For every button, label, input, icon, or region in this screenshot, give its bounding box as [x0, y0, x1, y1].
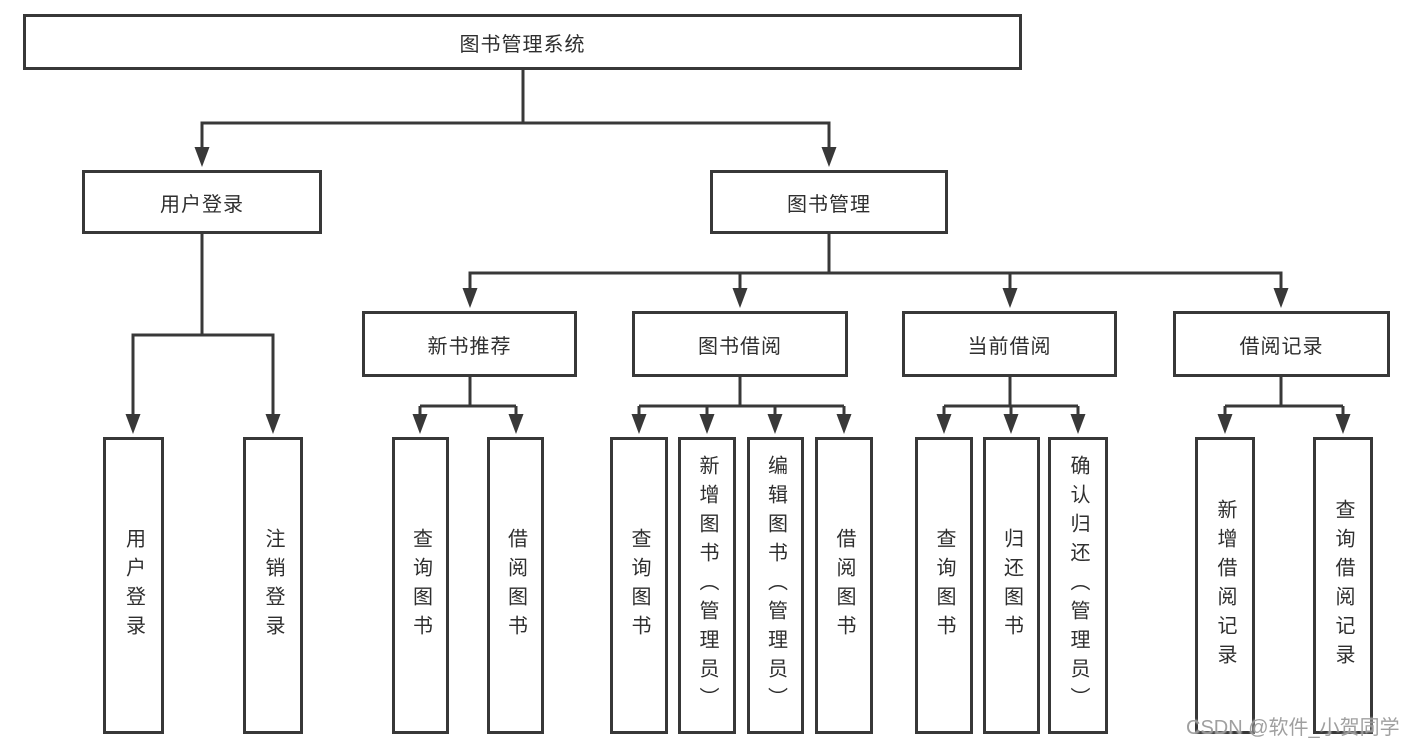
- leaf-borrowing-add-books-admin-label: 新增图书（管理员）: [696, 455, 718, 716]
- leaf-current-confirm-return-admin-label: 确认归还（管理员）: [1067, 455, 1089, 716]
- leaf-records-query-record: 查询借阅记录: [1313, 437, 1373, 734]
- leaf-borrowing-borrow-books: 借阅图书: [815, 437, 873, 734]
- node-borrowing-records-label: 借阅记录: [1239, 335, 1324, 358]
- leaf-logout-label: 注销登录: [262, 527, 284, 644]
- node-book-borrowing: 图书借阅: [632, 311, 848, 377]
- leaf-current-query-books: 查询图书: [915, 437, 973, 734]
- leaf-borrowing-edit-books-admin-label: 编辑图书（管理员）: [764, 455, 787, 716]
- leaf-borrowing-query-books-label: 查询图书: [628, 527, 650, 644]
- leaf-records-query-record-label: 查询借阅记录: [1332, 498, 1354, 673]
- leaf-current-confirm-return-admin: 确认归还（管理员）: [1048, 437, 1108, 734]
- csdn-watermark: CSDN @软件_小贺同学: [1186, 717, 1400, 739]
- leaf-user-login: 用户登录: [103, 437, 164, 734]
- leaf-user-login-label: 用户登录: [122, 527, 145, 644]
- node-root-system-label: 图书管理系统: [459, 33, 586, 56]
- leaf-recommend-borrow-books-label: 借阅图书: [504, 527, 527, 644]
- node-current-borrowing-label: 当前借阅: [967, 335, 1052, 358]
- node-borrowing-records: 借阅记录: [1173, 311, 1390, 377]
- leaf-records-add-record-label: 新增借阅记录: [1214, 498, 1236, 673]
- leaf-current-query-books-label: 查询图书: [933, 527, 955, 644]
- leaf-records-add-record: 新增借阅记录: [1195, 437, 1255, 734]
- node-book-management: 图书管理: [710, 170, 948, 234]
- leaf-recommend-query-books-label: 查询图书: [409, 527, 432, 644]
- node-user-login-label: 用户登录: [160, 193, 244, 216]
- node-book-management-label: 图书管理: [787, 193, 871, 216]
- leaf-current-return-books-label: 归还图书: [1000, 527, 1023, 644]
- leaf-current-return-books: 归还图书: [983, 437, 1040, 734]
- node-user-login: 用户登录: [82, 170, 322, 234]
- leaf-borrowing-query-books: 查询图书: [610, 437, 668, 734]
- leaf-borrowing-add-books-admin: 新增图书（管理员）: [678, 437, 736, 734]
- leaf-recommend-borrow-books: 借阅图书: [487, 437, 544, 734]
- leaf-logout: 注销登录: [243, 437, 303, 734]
- leaf-borrowing-edit-books-admin: 编辑图书（管理员）: [747, 437, 804, 734]
- connector-arrow-heads: [125, 147, 1351, 434]
- node-current-borrowing: 当前借阅: [902, 311, 1117, 377]
- node-new-book-recommend-label: 新书推荐: [427, 335, 512, 358]
- node-root-system: 图书管理系统: [23, 14, 1022, 70]
- node-book-borrowing-label: 图书借阅: [698, 335, 782, 358]
- leaf-borrowing-borrow-books-label: 借阅图书: [833, 527, 855, 644]
- leaf-recommend-query-books: 查询图书: [392, 437, 449, 734]
- node-new-book-recommend: 新书推荐: [362, 311, 577, 377]
